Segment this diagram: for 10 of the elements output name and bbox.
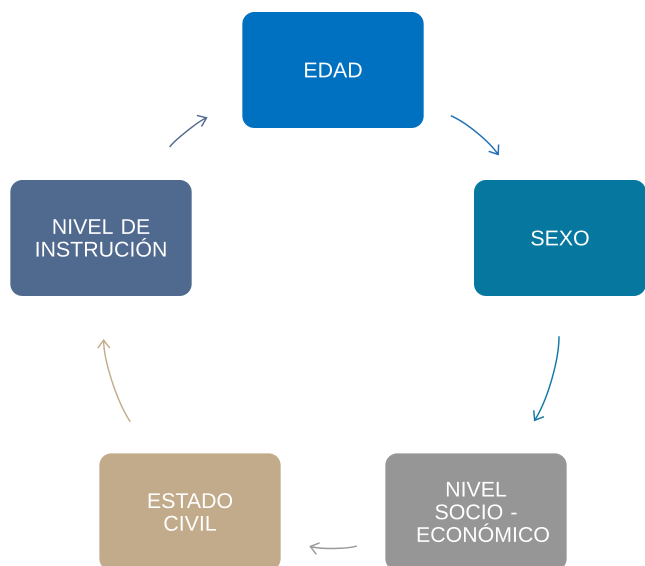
arrow bbox=[309, 542, 358, 555]
arrow bbox=[533, 336, 560, 422]
process-box: NIVEL DE INSTRUCIÓN bbox=[10, 180, 192, 296]
arrow bbox=[169, 114, 208, 148]
arrow bbox=[450, 115, 500, 156]
process-box: ESTADO CIVIL bbox=[99, 453, 281, 566]
arrow bbox=[97, 338, 131, 422]
process-box: EDAD bbox=[242, 12, 424, 128]
process-box: SEXO bbox=[474, 180, 645, 296]
process-box: NIVEL SOCIO - ECONÓMICO bbox=[385, 453, 567, 566]
